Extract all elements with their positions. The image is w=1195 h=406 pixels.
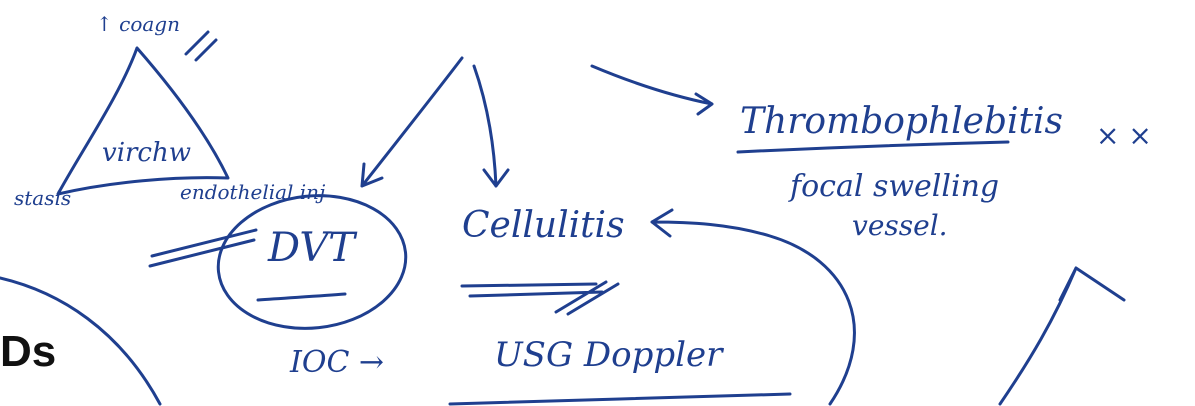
- endothelial-strike-marks: [148, 228, 258, 268]
- arrow-to-dvt: [360, 56, 464, 188]
- stasis-label: stasis: [14, 186, 72, 210]
- curved-arrow-to-cellulitis: [650, 208, 856, 406]
- large-arc-left: [0, 276, 162, 406]
- arrow-up-right: [998, 266, 1126, 406]
- arrow-to-thrombophlebitis: [590, 64, 714, 116]
- usg-doppler-underline: [448, 392, 792, 406]
- thrombophlebitis-underline: [736, 140, 1010, 154]
- virchow-triangle: [56, 46, 230, 196]
- endothelial-label: endothelial inj: [180, 180, 326, 204]
- ioc-label: IOC →: [290, 345, 385, 380]
- cellulitis-label: Cellulitis: [462, 205, 625, 246]
- thrombophlebitis-crosses: × ×: [1096, 119, 1152, 152]
- dvt-circle: [216, 194, 408, 330]
- focal-swelling-label: focal swelling: [790, 169, 1000, 204]
- coagn-underline-marks: [184, 30, 218, 62]
- cellulitis-underline: [460, 280, 620, 316]
- virchow-label: virchw: [102, 138, 191, 168]
- coagn-label: ↑ coagn: [96, 12, 180, 36]
- thrombophlebitis-label: Thrombophlebitis: [740, 101, 1063, 142]
- dvt-underline: [256, 292, 347, 302]
- dvt-label: DVT: [268, 225, 355, 271]
- usg-doppler-label: USG Doppler: [494, 335, 723, 375]
- arrow-to-cellulitis: [472, 64, 510, 188]
- slide-heading-fragment: Ds: [0, 327, 57, 376]
- vessel-label: vessel.: [852, 209, 948, 242]
